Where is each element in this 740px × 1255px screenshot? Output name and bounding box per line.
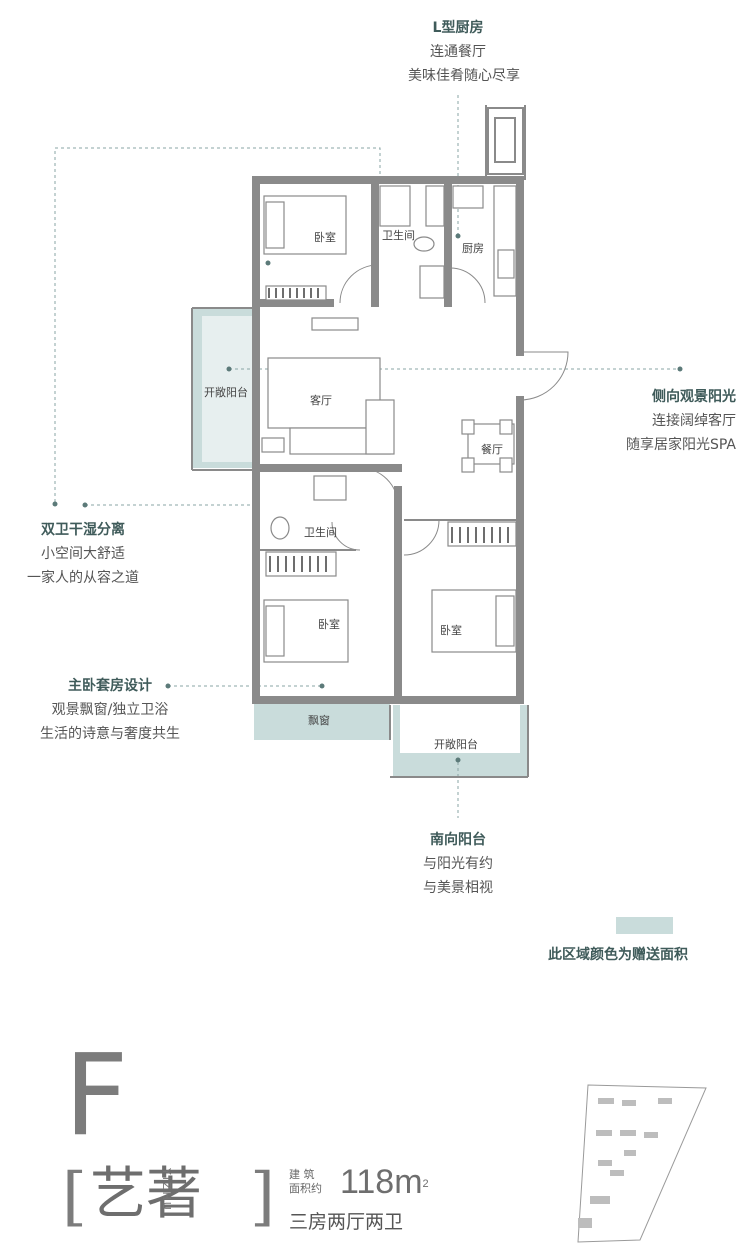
unit-name: 艺著 <box>90 1162 202 1227</box>
furniture <box>261 185 517 663</box>
annotation-south-balcony-line-1: 与阳光有约 <box>423 856 493 872</box>
bracket-open: [ <box>62 1160 87 1234</box>
room-dining: 餐厅 <box>481 443 503 456</box>
side-balcony-inner <box>202 316 254 462</box>
annotation-bathrooms-title: 双卫干湿分离 <box>41 522 125 538</box>
annotation-side-balcony-line-2: 随享居家阳光SPA <box>625 437 736 453</box>
annotation-south-balcony-title: 南向阳台 <box>430 832 486 848</box>
legend-text: 此区域颜色为赠送面积 <box>548 947 688 963</box>
room-side-balcony: 开敞阳台 <box>204 386 248 399</box>
unit-letter: F <box>64 1031 129 1161</box>
annotation-kitchen-line-2: 美味佳肴随心尽享 <box>408 68 520 84</box>
room-bedroom-top: 卧室 <box>314 231 336 244</box>
bay-window-area <box>254 700 390 740</box>
room-bay-window: 飘窗 <box>308 714 330 727</box>
area-label-line-1: 建 筑 <box>289 1168 315 1181</box>
annotation-side-balcony-line-1: 连接阔绰客厅 <box>652 413 736 429</box>
annotation-side-balcony: 侧向观景阳光 连接阔绰客厅 随享居家阳光SPA <box>560 385 736 457</box>
legend-swatch <box>616 917 673 934</box>
annotation-master: 主卧套房设计 观景飘窗/独立卫浴 生活的诗意与奢度共生 <box>14 674 206 746</box>
annotation-south-balcony-line-2: 与美景相视 <box>423 880 493 896</box>
room-bath-mid: 卫生间 <box>304 526 337 539</box>
area-value: 118m2 <box>340 1162 429 1202</box>
site-plan-thumbnail <box>577 1084 707 1243</box>
room-bedroom-right: 卧室 <box>440 624 462 637</box>
annotation-side-balcony-title: 侧向观景阳光 <box>652 389 736 405</box>
room-bedroom-left: 卧室 <box>318 618 340 631</box>
doors <box>331 264 569 556</box>
annotation-south-balcony: 南向阳台 与阳光有约 与美景相视 <box>398 828 518 900</box>
leader-dots <box>52 177 683 763</box>
room-kitchen: 厨房 <box>462 242 484 255</box>
area-number: 118m <box>340 1163 423 1201</box>
area-superscript: 2 <box>422 1178 429 1190</box>
room-living: 客厅 <box>310 394 332 407</box>
annotation-bathrooms-line-1: 小空间大舒适 <box>41 546 125 562</box>
layout-type: 三房两厅两卫 <box>289 1211 404 1233</box>
annotation-kitchen-title: L型厨房 <box>432 20 484 36</box>
area-label: 建 筑 面积约 <box>289 1168 322 1196</box>
annotation-bathrooms: 双卫干湿分离 小空间大舒适 一家人的从容之道 <box>12 518 154 590</box>
annotation-master-title: 主卧套房设计 <box>68 678 152 694</box>
area-label-line-2: 面积约 <box>289 1182 322 1195</box>
annotation-kitchen-line-1: 连通餐厅 <box>430 44 486 60</box>
walls <box>252 176 524 704</box>
thin-walls <box>191 105 529 778</box>
bracket-close: ] <box>250 1160 275 1234</box>
south-balcony-inner <box>400 705 520 753</box>
wardrobe-hatching <box>268 288 509 572</box>
annotation-master-line-2: 生活的诗意与奢度共生 <box>40 726 180 742</box>
annotation-master-line-1: 观景飘窗/独立卫浴 <box>51 702 169 718</box>
unit-pinyin: YIZHU <box>160 1168 173 1212</box>
room-bath-top: 卫生间 <box>382 229 415 242</box>
leader-lines <box>54 95 680 818</box>
annotation-kitchen: L型厨房 连通餐厅 美味佳肴随心尽享 <box>408 16 520 88</box>
room-south-balcony: 开敞阳台 <box>434 738 478 751</box>
annotation-bathrooms-line-2: 一家人的从容之道 <box>27 570 139 586</box>
